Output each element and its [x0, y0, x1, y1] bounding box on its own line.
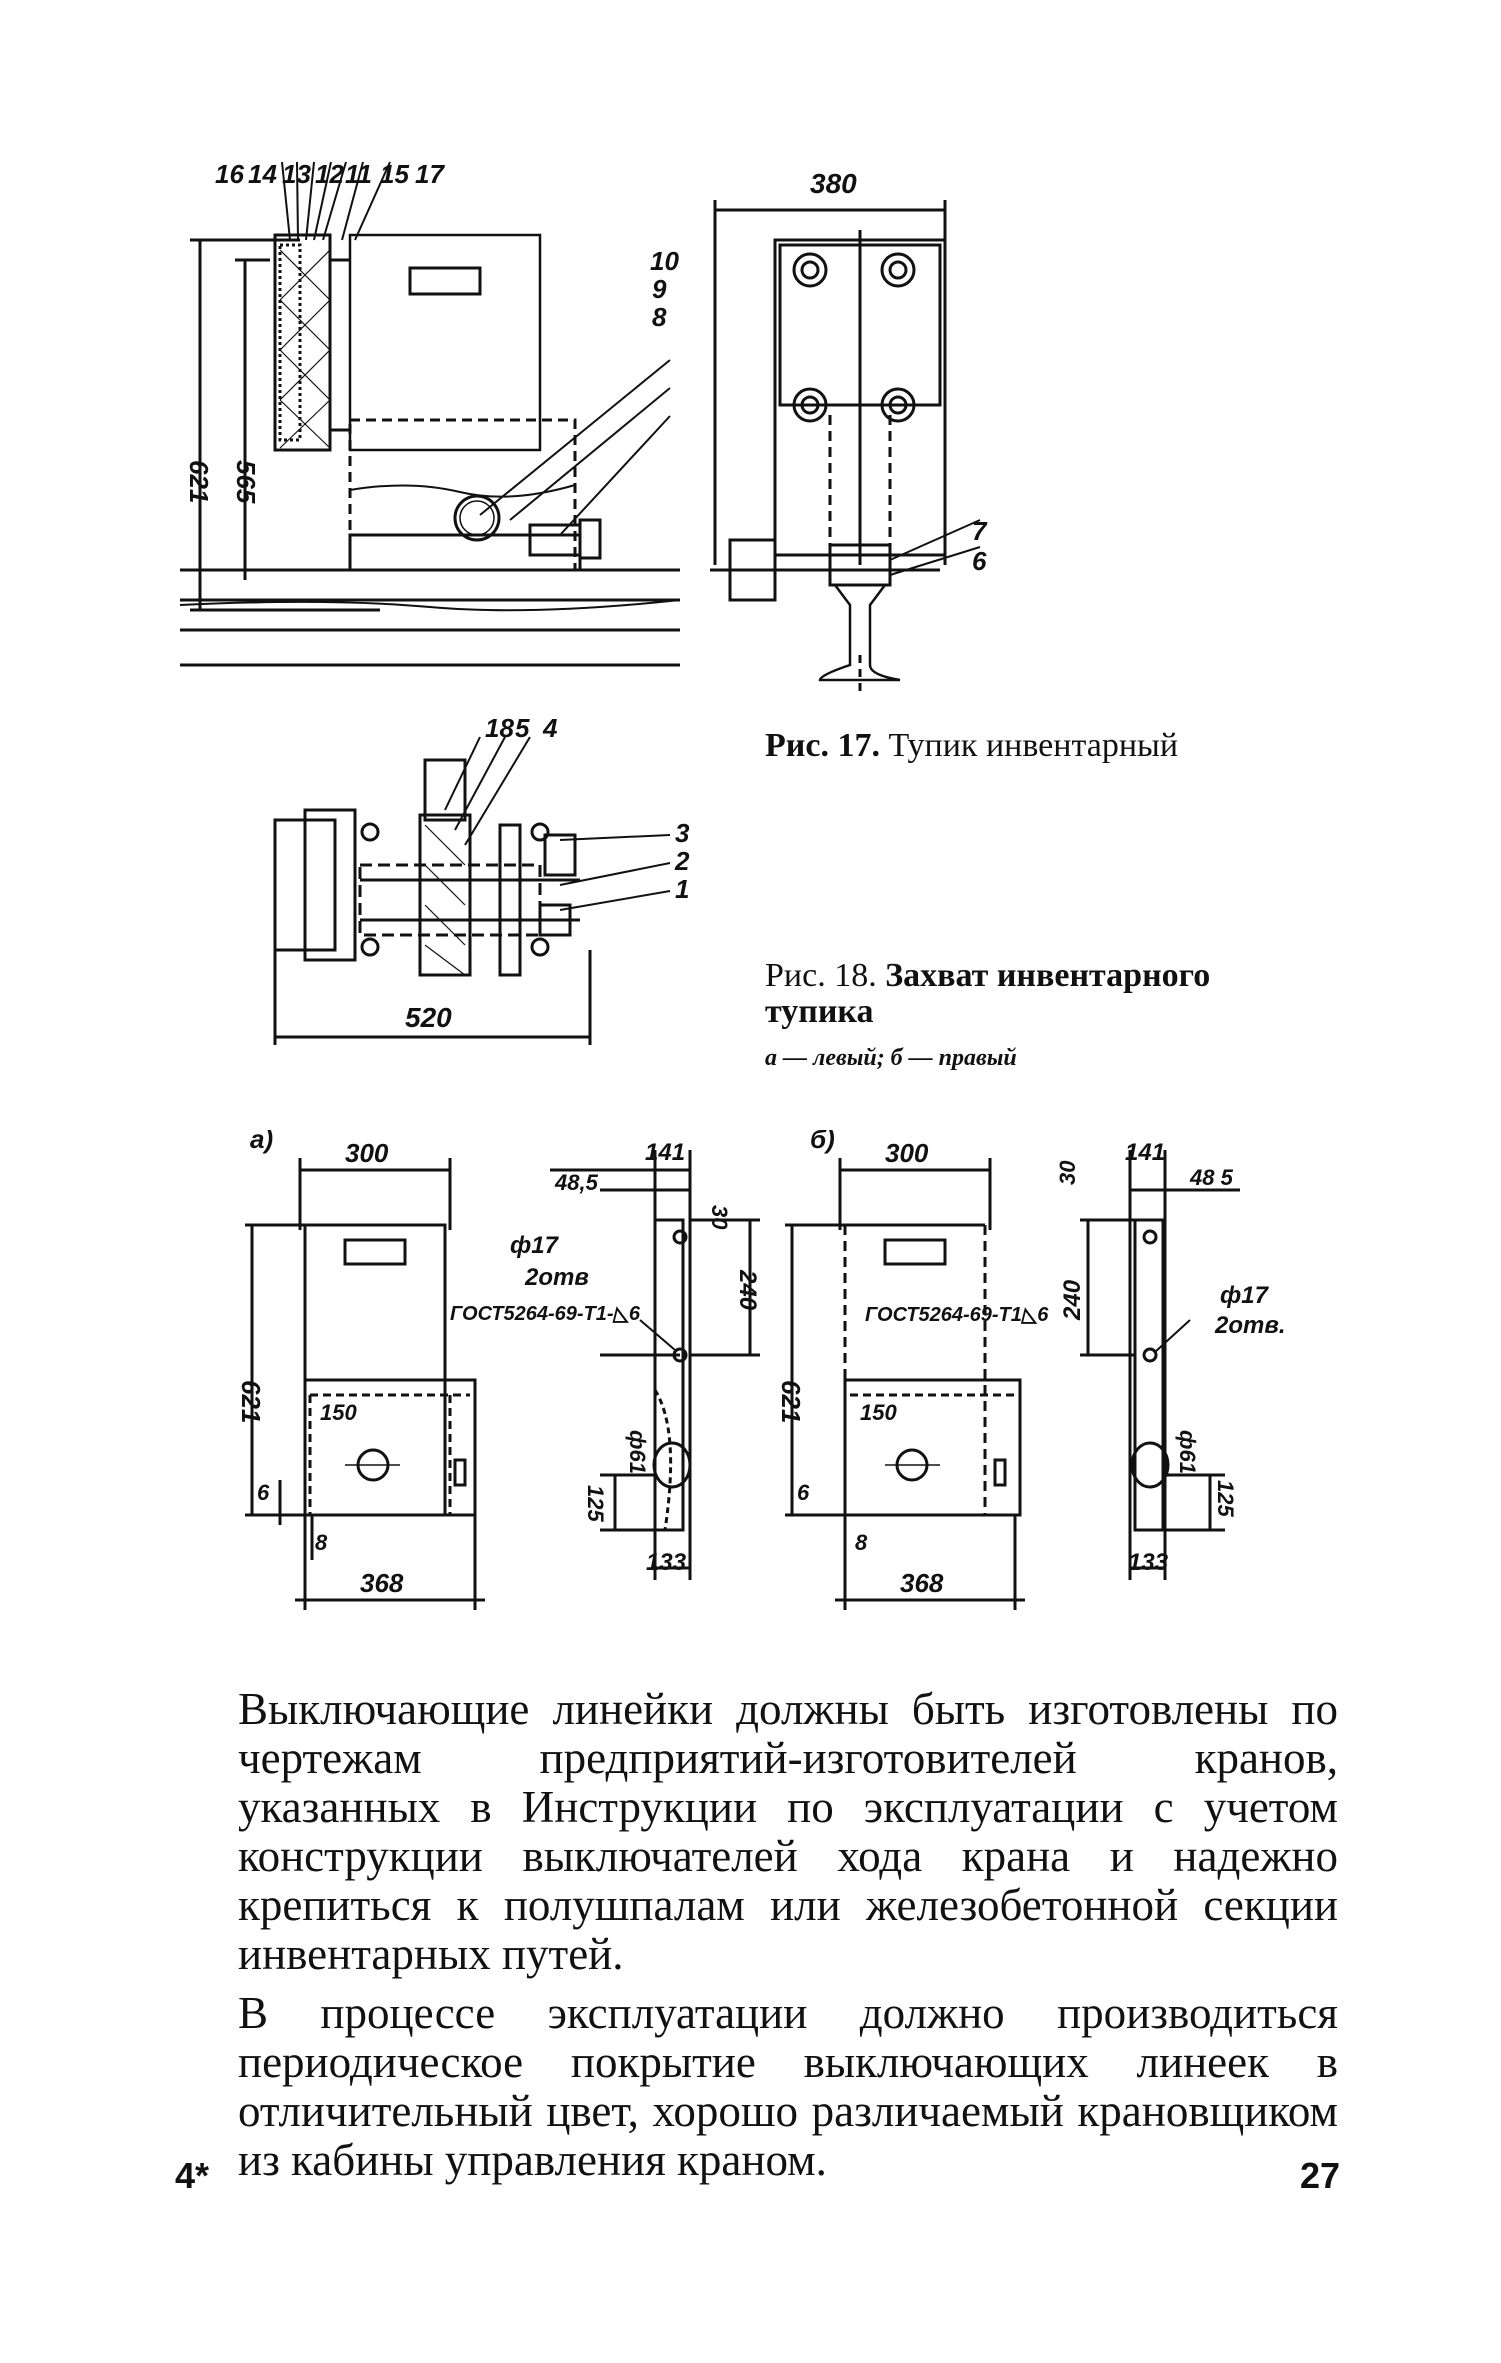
dim-150: 150 — [320, 1400, 357, 1425]
dim-621: 621 — [776, 1380, 806, 1423]
part-label-4: 4 — [542, 715, 558, 743]
signature-mark: 4* — [175, 2155, 210, 2196]
hole-count-label: 2отв. — [1214, 1312, 1286, 1339]
hole-diameter-label: ф17 — [510, 1232, 560, 1259]
fig17-caption: Рис. 17. Тупик инвентарный — [765, 727, 1178, 765]
part-label-8: 8 — [652, 302, 667, 332]
dim-300: 300 — [345, 1138, 389, 1168]
dim-141: 141 — [1125, 1139, 1165, 1166]
dim-380: 380 — [810, 168, 857, 199]
fig18-caption-number: Рис. 18. — [765, 957, 877, 994]
fig18-caption: Рис. 18. Захват инвентарного тупика а — … — [765, 958, 1305, 1076]
fig18-caption-note: а — левый; б — правый — [765, 1045, 1017, 1071]
part-label-13: 13 — [282, 160, 311, 189]
fig18-plan-view: 18 5 4 3 2 1 520 — [273, 715, 690, 1045]
dim-6: 6 — [797, 1480, 810, 1505]
dim-8: 8 — [315, 1530, 328, 1555]
body-text: Выключающие линейки должны быть изготовл… — [238, 1685, 1338, 2185]
hole-count-label: 2отв — [524, 1264, 589, 1291]
fig17-side-view: 16 14 13 12 11 15 17 10 9 8 621 565 — [180, 160, 681, 667]
part-label-7: 7 — [972, 516, 988, 546]
fig18-caption-title: Захват инвентарного тупика — [765, 957, 1211, 1030]
dim-125: 125 — [583, 1485, 608, 1522]
paragraph-2: В процессе эксплуатации должно производи… — [238, 1988, 1338, 2185]
dim-48-5: 48,5 — [554, 1170, 599, 1195]
dim-133: 133 — [646, 1549, 687, 1576]
part-label-17: 17 — [415, 160, 445, 189]
dim-133: 133 — [1128, 1549, 1169, 1576]
part-label-12: 12 — [315, 160, 344, 189]
fig17-front-view: 380 7 6 — [710, 168, 988, 695]
dim-368: 368 — [900, 1568, 944, 1598]
dim-141: 141 — [645, 1139, 685, 1166]
part-label-10: 10 — [650, 246, 679, 276]
dim-520: 520 — [405, 1002, 452, 1033]
part-label-9: 9 — [652, 274, 667, 304]
fig18b-side: 141 48 5 30 240 ф17 2отв. ф61 125 133 — [1055, 1139, 1286, 1580]
dim-61: ф61 — [1175, 1430, 1200, 1474]
dim-240: 240 — [1059, 1279, 1086, 1321]
dim-30: 30 — [707, 1205, 732, 1230]
view-b-marker: б) — [810, 1130, 835, 1154]
dim-48-5: 48 5 — [1189, 1165, 1234, 1190]
part-label-15: 15 — [380, 160, 409, 189]
dim-368: 368 — [360, 1568, 404, 1598]
dim-8: 8 — [855, 1530, 868, 1555]
dim-565: 565 — [231, 460, 261, 504]
hole-diameter-label: ф17 — [1220, 1282, 1270, 1309]
fig17-caption-title: Тупик инвентарный — [888, 727, 1179, 764]
dim-61: ф61 — [625, 1430, 650, 1474]
fig18a-side: 141 48,5 30 ф17 2отв ГОСТ5264-69-Т1-◺6 2… — [450, 1139, 761, 1580]
fig18-caption-line: Рис. 18. Захват инвентарного тупика — [765, 958, 1305, 1030]
dim-150: 150 — [860, 1400, 897, 1425]
part-label-14: 14 — [248, 160, 277, 189]
dim-621: 621 — [236, 1380, 266, 1423]
dim-621: 621 — [184, 460, 214, 503]
fig18a-front: а) 300 621 150 6 8 368 — [236, 1130, 485, 1610]
part-label-6: 6 — [972, 546, 987, 576]
weld-standard-label: ГОСТ5264-69-Т1-◺6 — [450, 1303, 641, 1325]
dim-125: 125 — [1213, 1480, 1238, 1517]
part-label-11: 11 — [345, 160, 372, 189]
dim-30: 30 — [1055, 1160, 1080, 1185]
part-label-1: 1 — [675, 874, 689, 904]
view-a-marker: а) — [250, 1130, 273, 1154]
dim-240: 240 — [734, 1269, 761, 1311]
part-label-5: 5 — [515, 715, 530, 743]
paragraph-1: Выключающие линейки должны быть изготовл… — [238, 1684, 1338, 1979]
part-label-18: 18 — [485, 715, 514, 743]
part-label-3: 3 — [675, 818, 690, 848]
fig17-caption-number: Рис. 17. — [765, 727, 880, 764]
page-number: 27 — [1300, 2155, 1341, 2196]
part-label-16: 16 — [215, 160, 244, 189]
dim-6: 6 — [257, 1480, 270, 1505]
dim-300: 300 — [885, 1138, 929, 1168]
part-label-2: 2 — [674, 846, 690, 876]
weld-standard-label-b: ГОСТ5264-69-Т1◺6 — [865, 1304, 1049, 1326]
fig18b-front: б) 300 621 150 6 8 368 — [776, 1130, 1025, 1610]
